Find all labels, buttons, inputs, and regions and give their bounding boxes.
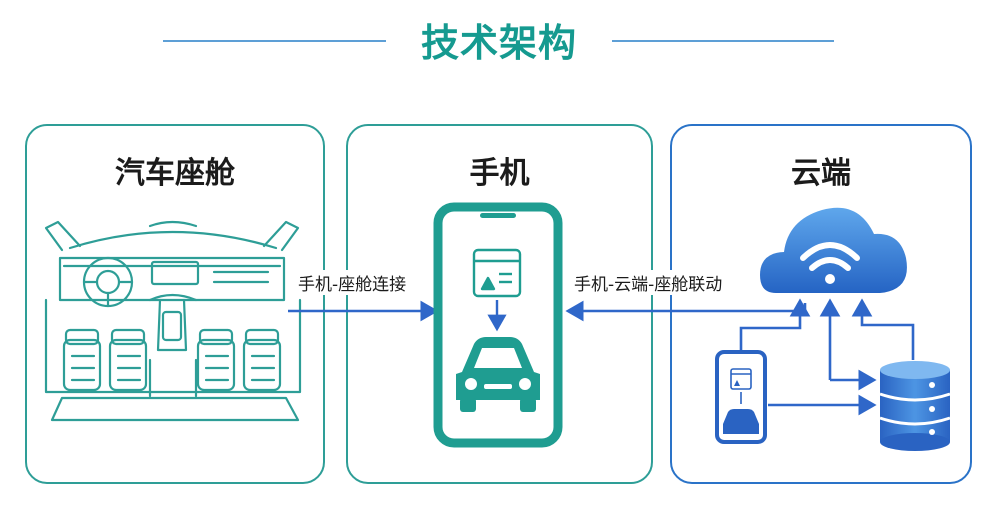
- cloud-wifi-icon: [760, 207, 907, 293]
- phone-cloud-cabin-label: 手机-云端-座舱联动: [574, 270, 723, 295]
- car-cabin-title: 汽车座舱: [115, 156, 235, 191]
- title-divider-left: [163, 40, 386, 42]
- phone-cabin-connection-label: 手机-座舱连接: [298, 270, 407, 295]
- car-cabin-interior-icon: [44, 220, 302, 422]
- app-card-icon: [472, 248, 522, 298]
- small-phone-icon: [715, 350, 767, 444]
- car-cabin-panel: 汽车座舱: [25, 124, 325, 484]
- database-icon: [879, 361, 951, 451]
- header: 技术架构: [0, 0, 1000, 80]
- title-divider-right: [612, 40, 834, 42]
- cloud-title: 云端: [791, 156, 851, 191]
- page-title: 技术架构: [420, 21, 577, 65]
- car-icon: [456, 337, 540, 412]
- phone-title: 手机: [469, 156, 530, 191]
- cloud-flow-arrows: [739, 298, 915, 416]
